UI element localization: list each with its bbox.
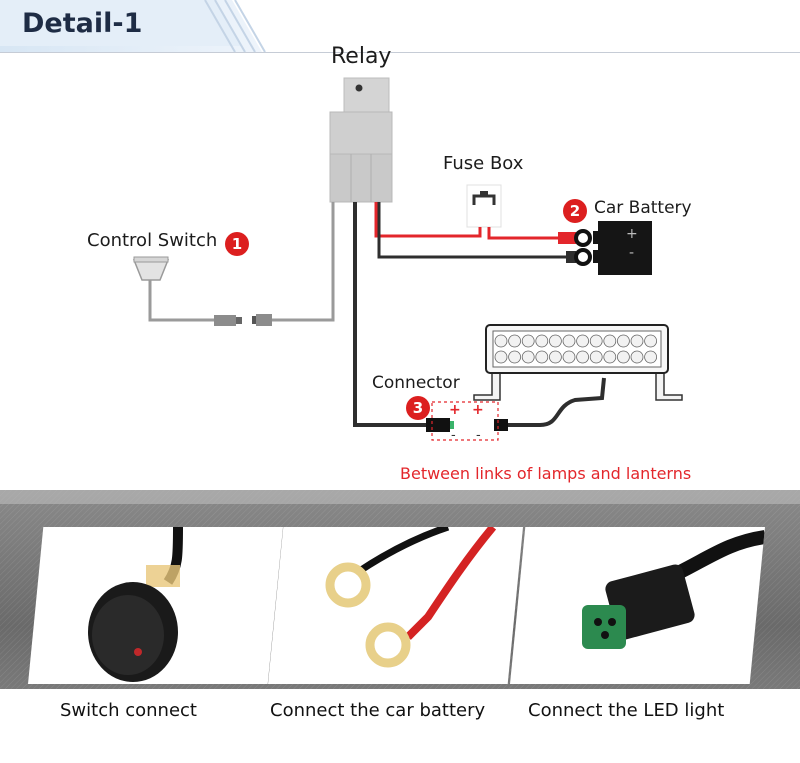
- step-badge-2: 2: [563, 199, 587, 223]
- caption-led-light: Connect the LED light: [528, 700, 725, 721]
- header-graphic: [0, 0, 266, 53]
- rocker-switch-photo-icon: [88, 527, 183, 682]
- led-cell: [603, 334, 617, 348]
- between-links-note: Between links of lamps and lanterns: [400, 464, 692, 483]
- control-switch-label: Control Switch: [87, 230, 218, 251]
- led-cell: [562, 350, 576, 364]
- led-cell: [521, 350, 535, 364]
- connector-minus-right: -: [476, 428, 481, 443]
- car-battery-label: Car Battery: [594, 198, 692, 218]
- led-cell: [576, 350, 589, 364]
- connector-label: Connector: [372, 373, 460, 393]
- led-cell: [644, 350, 657, 364]
- led-cell: [508, 350, 521, 364]
- step-badge-1: 1: [225, 232, 249, 256]
- dt-connector-photo-icon: [582, 530, 765, 649]
- fuse-box-icon: [466, 184, 502, 228]
- led-light-bar-icon: [473, 324, 683, 401]
- light-bar-wire: [353, 202, 606, 427]
- battery-negative-wire: [377, 202, 566, 259]
- page-title: Detail-1: [22, 8, 143, 39]
- connector-plus-right: +: [472, 402, 484, 418]
- led-cell: [494, 334, 508, 348]
- header-divider: [0, 52, 800, 53]
- relay-icon: [329, 77, 393, 203]
- led-cell: [562, 334, 576, 348]
- battery-photo: [268, 527, 523, 684]
- ring-terminals-photo-icon: [325, 527, 497, 668]
- wiring-diagram: [132, 77, 683, 441]
- connector-plus-left: +: [449, 402, 461, 418]
- led-cell: [589, 350, 603, 364]
- car-battery-icon: [593, 221, 652, 275]
- control-switch-icon: [132, 256, 170, 281]
- led-cell: [603, 350, 617, 364]
- led-cell: [549, 350, 562, 364]
- fuse-box-label: Fuse Box: [443, 153, 524, 174]
- battery-plus-sign: +: [626, 226, 638, 242]
- led-photo: [510, 527, 765, 684]
- led-cell: [494, 350, 508, 364]
- led-cell: [630, 350, 644, 364]
- switch-wire: [148, 202, 335, 322]
- connector-minus-left: -: [451, 428, 456, 443]
- step-badge-3: 3: [406, 396, 430, 420]
- battery-minus-sign: -: [629, 245, 635, 261]
- switch-photo: [28, 527, 283, 684]
- battery-positive-wire: [374, 202, 560, 240]
- led-cell: [644, 334, 657, 348]
- led-cell: [521, 334, 535, 348]
- led-cell: [535, 334, 549, 348]
- led-cell: [576, 334, 589, 348]
- caption-switch-connect: Switch connect: [60, 700, 197, 721]
- led-cell: [617, 350, 630, 364]
- switch-wire-connector-icon: [214, 314, 272, 326]
- caption-car-battery: Connect the car battery: [270, 700, 486, 721]
- led-cell: [617, 334, 630, 348]
- header-banner: Detail-1: [0, 0, 800, 54]
- led-cell: [549, 334, 562, 348]
- relay-label: Relay: [331, 44, 392, 69]
- led-cell: [630, 334, 644, 348]
- led-cell: [508, 334, 521, 348]
- led-cell: [589, 334, 603, 348]
- ring-terminal-icon: [558, 229, 592, 266]
- photo-panel: Switch connect Connect the car battery C…: [0, 490, 800, 763]
- connector-icon: [426, 401, 508, 441]
- led-cell: [535, 350, 549, 364]
